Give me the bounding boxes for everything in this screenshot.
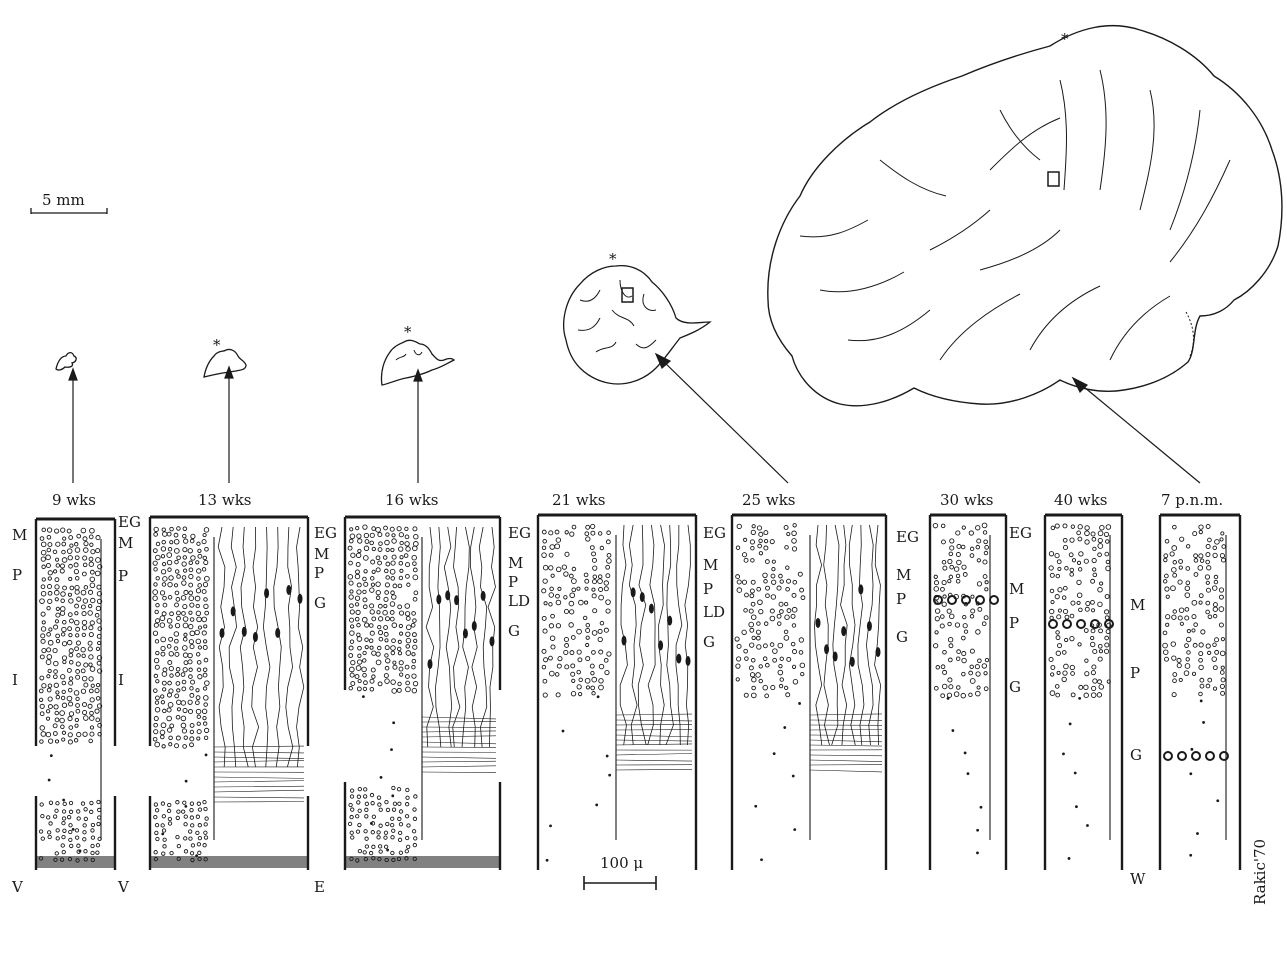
layer-label: M	[1009, 580, 1024, 598]
cerebellum-outline-13wks: *	[204, 336, 246, 377]
cell-stipple	[36, 528, 115, 868]
asterisk-7pnm: *	[1061, 30, 1069, 48]
layer-label: EG	[314, 524, 337, 542]
scale-bar-5mm: 5 mm	[31, 191, 107, 214]
layer-label: EG	[1009, 524, 1032, 542]
asterisk-13wks: *	[213, 336, 221, 354]
stage-title: 13 wks	[198, 491, 251, 509]
layer-label: LD	[703, 603, 725, 621]
layer-label: LD	[508, 592, 530, 610]
cell-stipple	[933, 523, 988, 854]
stage-column: 30 wksEG MP G	[896, 491, 1006, 870]
cell-stipple	[1163, 524, 1226, 856]
scale-bar-100mu: 100 μ	[584, 854, 656, 890]
stage-column: 21 wksEG MPLD G	[508, 491, 696, 870]
asterisk-25wks: *	[609, 250, 617, 268]
stage-title: 30 wks	[940, 491, 993, 509]
layer-label: EG	[508, 524, 531, 542]
stage-title: 25 wks	[742, 491, 795, 509]
stage-title: 7 p.n.m.	[1161, 491, 1223, 509]
neuron-sketch	[214, 527, 304, 802]
layer-label: M	[1130, 596, 1145, 614]
cell-stipple	[1049, 524, 1111, 860]
layer-label: EG	[896, 528, 919, 546]
layer-label: M	[118, 534, 133, 552]
layer-label: P	[1130, 664, 1140, 682]
stage-column: 13 wksEG MP I V	[117, 491, 308, 896]
neuron-sketch	[1049, 620, 1113, 628]
cerebellum-outline-9wks	[56, 353, 76, 370]
layer-label: EG	[118, 513, 141, 531]
layer-label: P	[118, 567, 128, 585]
neuron-sketch	[616, 525, 692, 770]
stage-column: 9 wksM P I V	[11, 491, 115, 896]
cerebellum-outline-7pnm: *	[768, 26, 1282, 406]
cell-stipple	[542, 524, 612, 861]
layer-label: M	[12, 526, 27, 544]
layer-label: G	[314, 594, 326, 612]
scale-bar-5mm-label: 5 mm	[42, 191, 85, 209]
cell-stipple	[150, 527, 308, 868]
cerebellum-outline-25wks: *	[564, 250, 710, 384]
neuron-sketch	[810, 525, 882, 772]
stage-title: 9 wks	[52, 491, 96, 509]
stage-column: 7 p.n.m. M P G W	[1130, 491, 1240, 888]
stage-arrows	[69, 354, 1200, 483]
layer-label: P	[896, 590, 906, 608]
layer-label: P	[703, 580, 713, 598]
layer-label: G	[508, 622, 520, 640]
neuron-sketch	[422, 527, 496, 773]
layer-label: P	[508, 573, 518, 591]
layer-label: W	[1130, 870, 1146, 888]
stage-column: 25 wksEG MP LD G	[703, 491, 886, 870]
layer-label: M	[896, 566, 911, 584]
layer-label: P	[12, 566, 22, 584]
layer-label: M	[703, 556, 718, 574]
scale-bar-100mu-label: 100 μ	[600, 854, 643, 872]
asterisk-16wks: *	[404, 323, 412, 341]
stage-column: 16 wksEG MPG E	[314, 491, 500, 896]
layer-label: G	[896, 628, 908, 646]
layer-label: G	[1130, 746, 1142, 764]
layer-label: M	[314, 545, 329, 563]
layer-label: V	[11, 878, 24, 896]
layer-label: I	[118, 671, 124, 689]
layer-label: I	[12, 671, 18, 689]
layer-label: V	[117, 878, 130, 896]
stage-title: 21 wks	[552, 491, 605, 509]
cell-stipple	[735, 524, 805, 862]
layer-label: E	[314, 878, 325, 896]
artist-signature: Rakic'70	[1251, 839, 1269, 905]
layer-label: P	[314, 564, 324, 582]
neuron-sketch	[1164, 752, 1228, 760]
layer-label: M	[508, 554, 523, 572]
layer-label: EG	[703, 524, 726, 542]
stage-title: 40 wks	[1054, 491, 1107, 509]
stage-title: 16 wks	[385, 491, 438, 509]
layer-label: G	[1009, 678, 1021, 696]
layer-label: P	[1009, 614, 1019, 632]
stage-column: 40 wksEG MP G	[1009, 491, 1122, 870]
layer-label: G	[703, 633, 715, 651]
